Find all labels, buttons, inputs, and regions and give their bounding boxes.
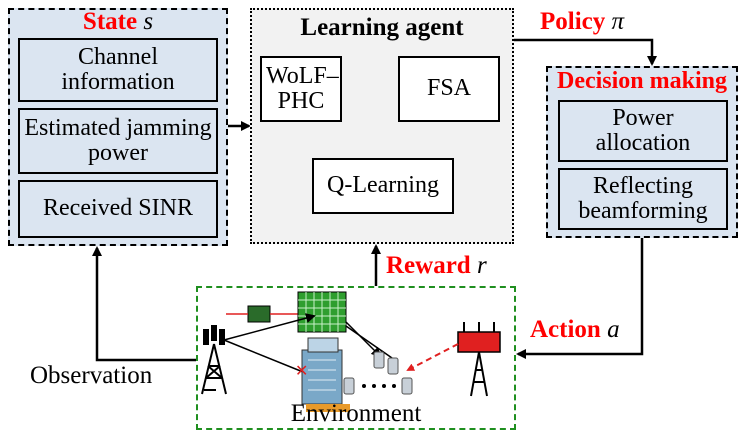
arrow-observation	[92, 246, 196, 362]
reflecting-beamforming-box: Reflecting beamforming	[558, 168, 728, 230]
observation-label: Observation	[30, 362, 153, 389]
base-station-icon	[201, 325, 227, 395]
user-devices-icon	[343, 351, 413, 395]
blocked-link-icon: ✕	[295, 361, 308, 380]
q-learning-box: Q-Learning	[312, 158, 454, 214]
action-symbol: a	[607, 316, 620, 343]
jamming-signal	[406, 343, 459, 371]
estimated-jamming-power-box: Estimated jamming power	[18, 108, 218, 174]
action-label: Action a	[530, 316, 620, 344]
jammer-icon	[457, 322, 501, 397]
fsa-text: FSA	[426, 75, 472, 102]
environment-illustration: ✕	[201, 291, 501, 412]
q-learning-text: Q-Learning	[327, 172, 439, 199]
received-sinr-text: Received SINR	[43, 195, 193, 222]
user-ellipsis-icon	[362, 384, 396, 388]
reflecting-beamforming-text: Reflecting beamforming	[578, 172, 708, 224]
arrow-policy	[514, 38, 657, 66]
reward-symbol: r	[476, 252, 487, 279]
action-title-text: Action	[530, 316, 601, 343]
power-allocation-box: Power allocation	[558, 100, 728, 162]
policy-title-text: Policy	[540, 8, 606, 35]
ris-controller-icon	[247, 305, 271, 323]
power-allocation-text: Power allocation	[595, 104, 691, 156]
channel-information-text: Channel information	[61, 43, 175, 95]
fsa-box: FSA	[398, 56, 500, 122]
state-title-text: State	[82, 8, 138, 35]
wolf-phc-text: WoLF–PHC	[266, 62, 339, 114]
state-symbol: s	[143, 8, 154, 35]
learning-agent-title: Learning agent	[300, 14, 464, 41]
estimated-jamming-power-text: Estimated jamming power	[24, 114, 212, 166]
state-title: State s	[0, 8, 236, 36]
wolf-phc-box: WoLF–PHC	[260, 56, 342, 122]
reward-label: Reward r	[386, 252, 487, 280]
environment-label: Environment	[290, 400, 422, 427]
building-icon	[301, 337, 350, 412]
policy-symbol: π	[611, 8, 625, 35]
ris-panel-icon	[297, 291, 347, 333]
arrow-action	[516, 238, 644, 359]
reward-title-text: Reward	[386, 252, 471, 279]
decision-making-title: Decision making	[556, 68, 727, 94]
channel-information-box: Channel information	[18, 38, 218, 102]
received-sinr-box: Received SINR	[18, 180, 218, 238]
policy-label: Policy π	[540, 8, 624, 36]
